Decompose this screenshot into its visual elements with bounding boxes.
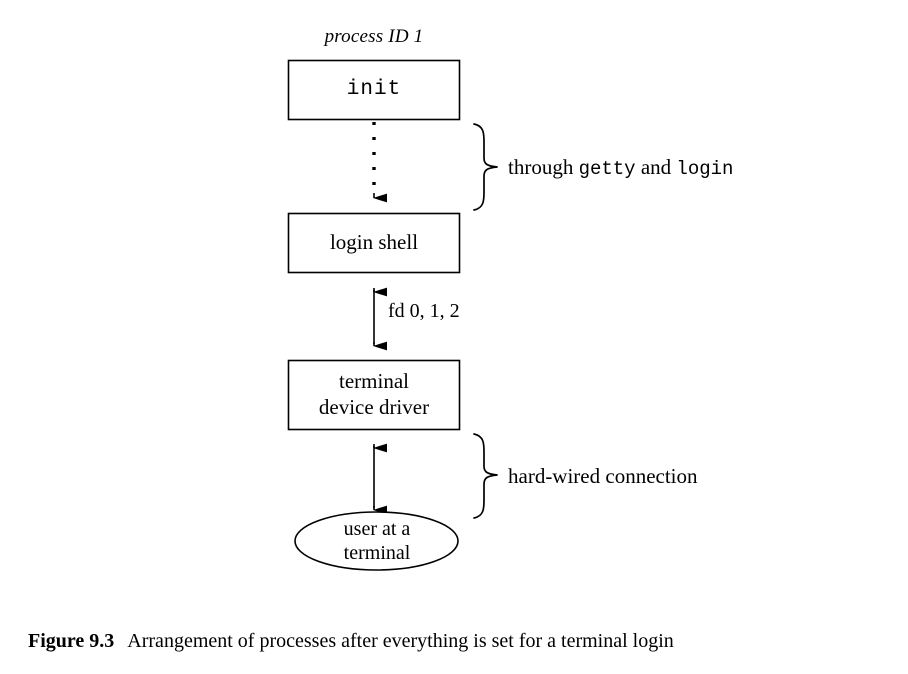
node-user-label: user at a terminal <box>343 517 411 564</box>
process-id-annotation: process ID 1 <box>324 26 424 47</box>
node-init-label: init <box>346 78 402 102</box>
brace1-part-getty: getty <box>578 158 636 180</box>
node-login-shell-box <box>287 212 461 274</box>
brace1-part-and: and <box>635 155 677 179</box>
figure-caption: Figure 9.3 Arrangement of processes after… <box>28 630 888 653</box>
node-init-box <box>287 59 461 121</box>
node-tty-driver-label: terminal device driver <box>318 369 430 419</box>
brace1-part-login: login <box>676 158 734 180</box>
brace-getty-login-label: through getty and login <box>508 155 733 180</box>
brace-hard-wired-label: hard-wired connection <box>508 464 698 489</box>
brace1-part-through: through <box>508 155 579 179</box>
figure-number: Figure 9.3 <box>28 630 115 652</box>
node-tty-driver-box <box>287 359 461 431</box>
brace-hard-wired-shape <box>473 433 498 519</box>
node-user-ellipse <box>294 511 459 571</box>
edge-fd-label: fd 0, 1, 2 <box>388 300 460 322</box>
figure-caption-text: Arrangement of processes after everythin… <box>127 630 674 652</box>
brace-getty-login-shape <box>473 123 498 211</box>
node-login-shell-label: login shell <box>329 230 419 255</box>
brace2-part-text: hard-wired connection <box>508 464 698 488</box>
